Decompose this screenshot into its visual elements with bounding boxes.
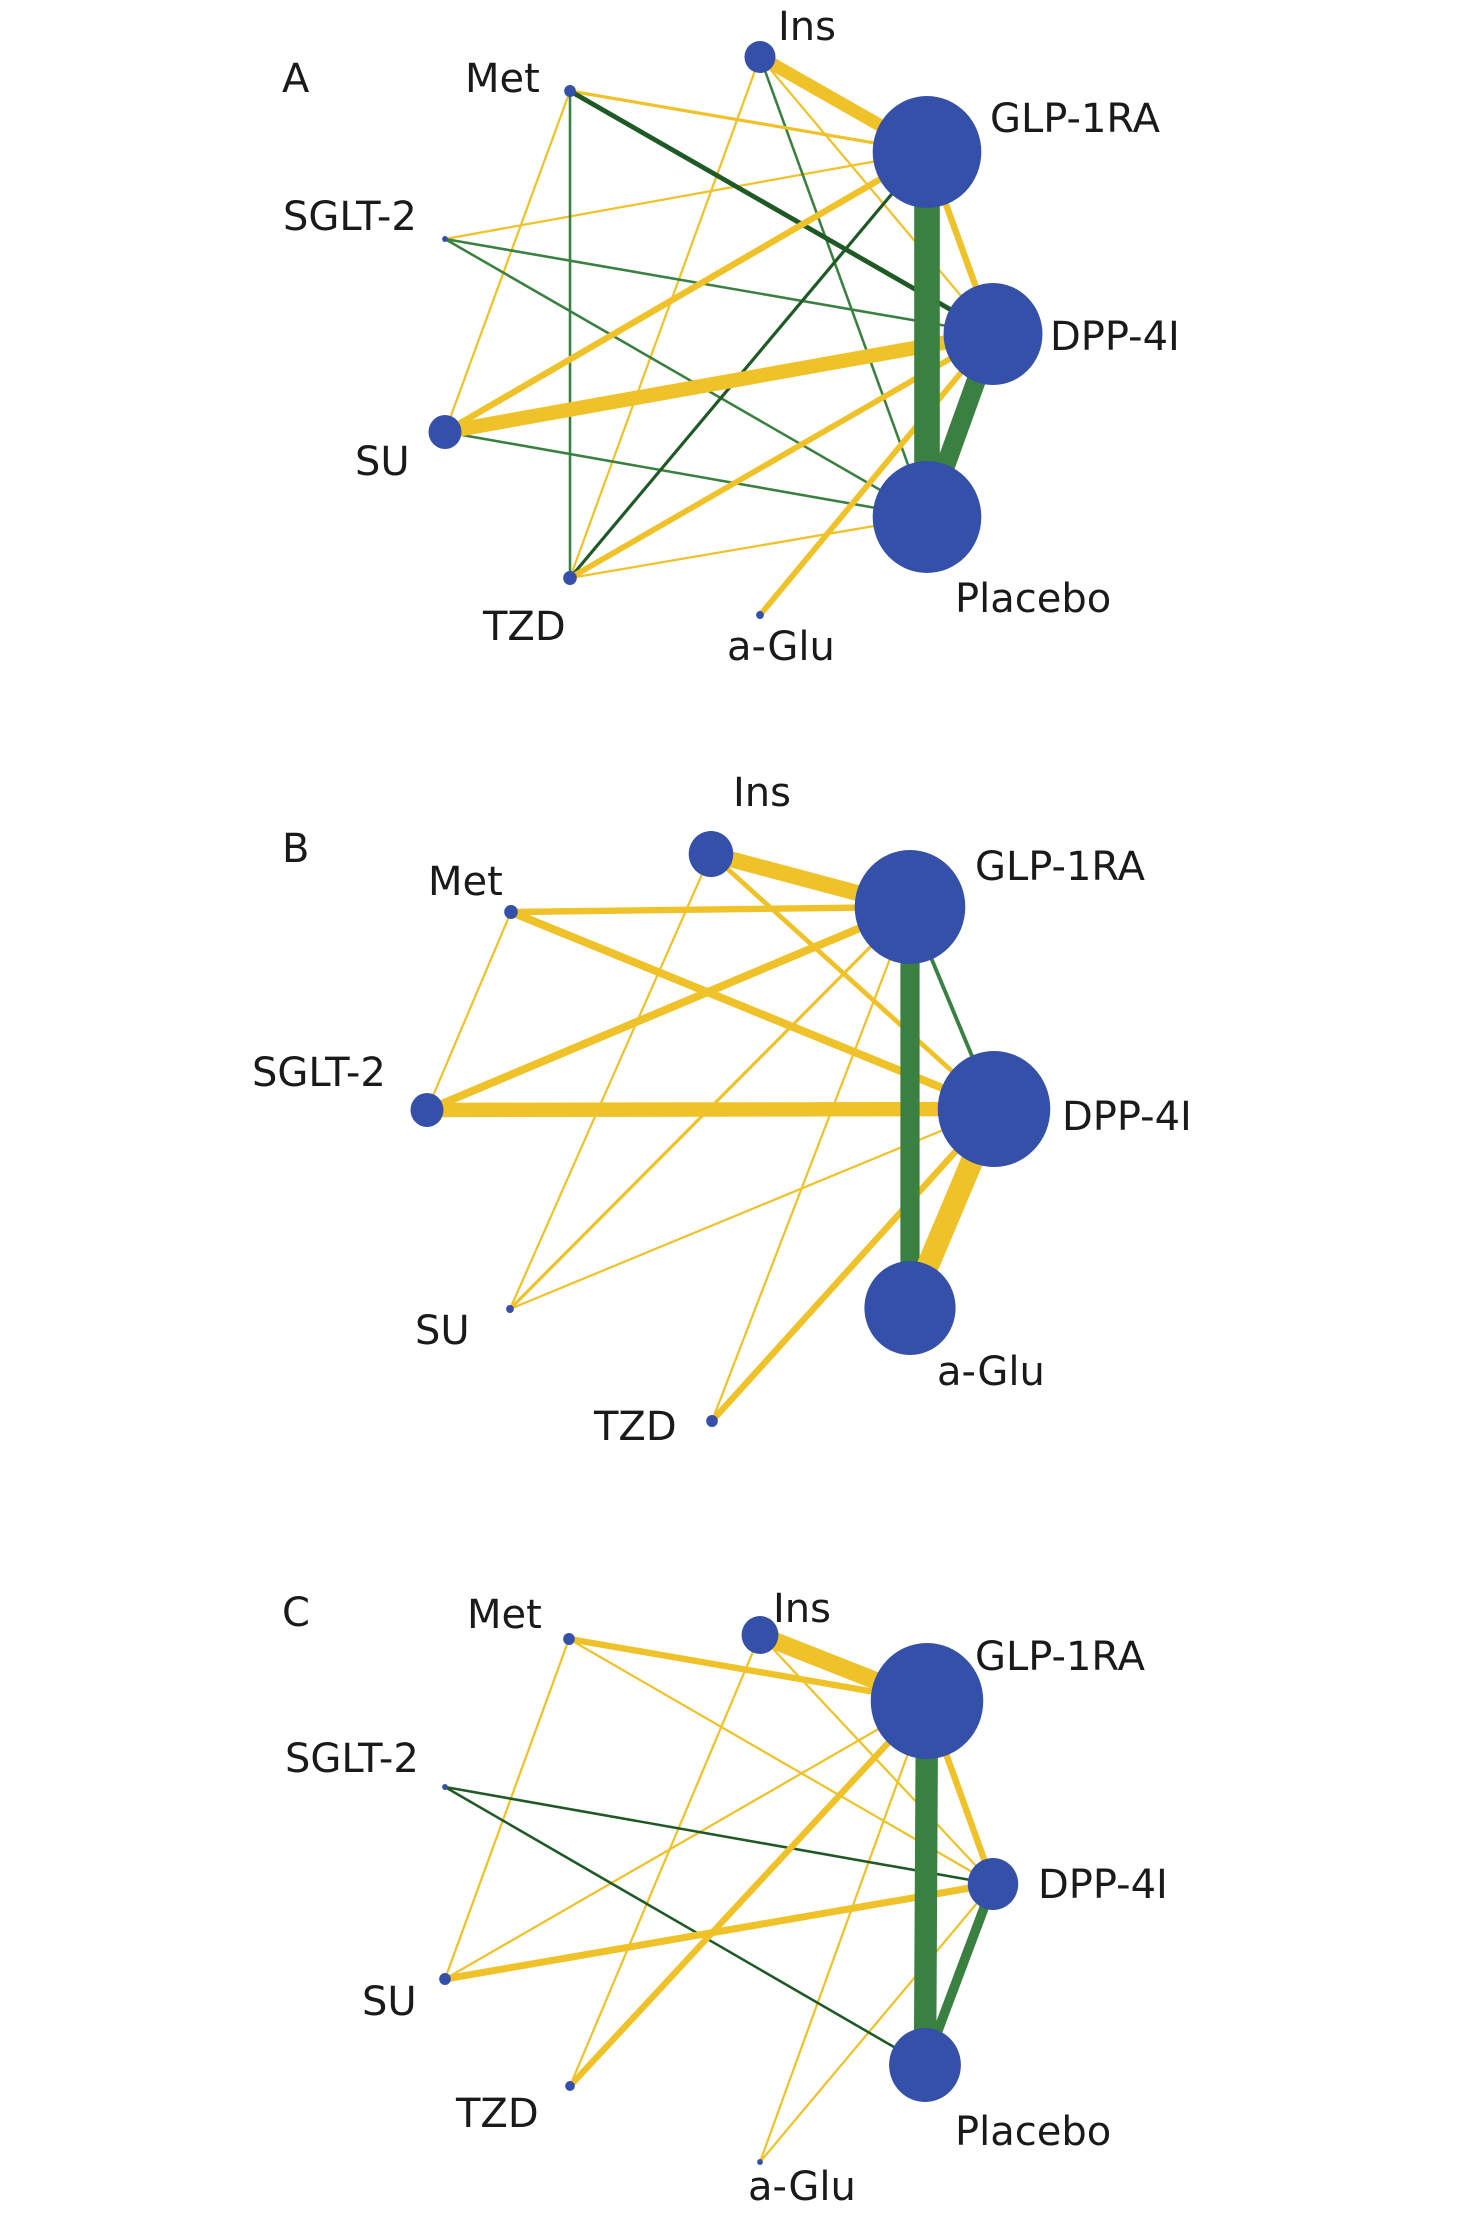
- node-label-c-glp-1ra: GLP-1RA: [975, 1634, 1146, 1680]
- node-label-b-dpp-4i: DPP-4I: [1062, 1094, 1192, 1140]
- node-label-b-sglt-2: SGLT-2: [252, 1050, 386, 1096]
- node-b-met: [504, 905, 518, 919]
- node-a-tzd: [563, 571, 577, 585]
- node-label-a-sglt-2: SGLT-2: [283, 194, 417, 240]
- node-c-glp-1ra: [870, 1643, 984, 1759]
- edge-b-sglt-2-glp-1ra: [425, 903, 912, 1114]
- node-label-c-a-glu: a-Glu: [748, 2164, 856, 2210]
- node-label-a-ins: Ins: [778, 4, 836, 50]
- edge-c-ins-tzd: [568, 1634, 762, 2087]
- node-label-b-a-glu: a-Glu: [937, 1349, 1045, 1395]
- node-label-b-su: SU: [415, 1308, 470, 1354]
- panel-b-label: B: [282, 826, 309, 872]
- node-label-a-a-glu: a-Glu: [727, 624, 835, 670]
- edge-c-sglt-2-dpp-4i: [444, 1785, 994, 1886]
- node-label-c-su: SU: [362, 1979, 417, 2025]
- edge-c-tzd-glp-1ra: [567, 1698, 930, 2089]
- node-a-a-glu: [756, 611, 764, 619]
- edge-b-ins-dpp-4i: [709, 852, 996, 1111]
- panel-c-label: C: [282, 1590, 310, 1636]
- node-label-b-ins: Ins: [733, 770, 791, 816]
- node-label-c-met: Met: [467, 1592, 542, 1638]
- node-label-b-glp-1ra: GLP-1RA: [975, 844, 1146, 890]
- node-label-a-tzd: TZD: [482, 604, 566, 650]
- node-c-sglt-2: [442, 1784, 448, 1790]
- edge-a-sglt-2-placebo: [444, 237, 928, 519]
- panel-a-nodes: [428, 41, 1043, 619]
- node-a-su: [428, 415, 462, 449]
- node-b-a-glu: [864, 1261, 956, 1355]
- node-label-c-ins: Ins: [773, 1586, 831, 1632]
- node-label-c-placebo: Placebo: [955, 2109, 1111, 2155]
- edge-a-sglt-2-dpp-4i: [444, 237, 994, 336]
- edge-a-tzd-glp-1ra: [568, 150, 929, 580]
- edge-b-met-sglt-2: [425, 911, 513, 1111]
- edge-c-a-glu-glp-1ra: [758, 1700, 929, 2163]
- edge-b-met-glp-1ra: [510, 903, 911, 916]
- edge-c-met-glp-1ra: [568, 1635, 928, 1705]
- node-c-dpp-4i: [967, 1858, 1019, 1910]
- node-label-a-met: Met: [465, 56, 540, 102]
- edge-c-sglt-2-placebo: [444, 1785, 926, 2067]
- edge-a-ins-dpp-4i: [759, 56, 994, 335]
- node-b-tzd: [706, 1415, 718, 1427]
- node-label-c-tzd: TZD: [455, 2091, 539, 2137]
- node-a-sglt-2: [442, 236, 448, 242]
- node-a-met: [564, 85, 576, 97]
- edge-c-su-dpp-4i: [444, 1880, 994, 1983]
- panel-b-nodes: [410, 831, 1051, 1427]
- node-label-b-met: Met: [428, 859, 503, 905]
- node-c-tzd: [565, 2081, 575, 2091]
- node-a-placebo: [872, 461, 982, 573]
- edge-a-su-dpp-4i: [443, 326, 995, 440]
- edge-a-su-placebo: [444, 430, 928, 519]
- node-label-c-sglt-2: SGLT-2: [285, 1736, 419, 1782]
- node-b-su: [506, 1305, 514, 1313]
- panel-c-edges: [443, 1626, 998, 2163]
- edge-c-su-glp-1ra: [444, 1700, 928, 1980]
- node-c-ins: [741, 1616, 779, 1654]
- node-b-dpp-4i: [937, 1051, 1051, 1167]
- edge-b-tzd-dpp-4i: [709, 1106, 997, 1424]
- node-b-glp-1ra: [854, 850, 966, 964]
- edge-b-tzd-glp-1ra: [710, 906, 912, 1422]
- edge-a-ins-tzd: [568, 56, 762, 579]
- node-c-a-glu: [757, 2159, 763, 2165]
- node-a-glp-1ra: [872, 96, 982, 208]
- node-label-a-placebo: Placebo: [955, 576, 1111, 622]
- edge-a-tzd-placebo: [569, 515, 928, 580]
- edge-b-ins-su: [508, 853, 713, 1310]
- edge-c-a-glu-dpp-4i: [759, 1883, 994, 2163]
- edge-a-sglt-2-glp-1ra: [444, 150, 928, 241]
- edge-a-a-glu-dpp-4i: [757, 332, 996, 617]
- panel-c-nodes: [439, 1616, 1019, 2165]
- node-label-a-dpp-4i: DPP-4I: [1050, 314, 1180, 360]
- edge-a-ins-placebo: [758, 56, 929, 518]
- panel-a-label: A: [282, 56, 310, 102]
- node-b-ins: [688, 831, 734, 877]
- edge-c-met-su: [443, 1638, 571, 1980]
- node-label-c-dpp-4i: DPP-4I: [1038, 1862, 1168, 1908]
- edge-a-su-glp-1ra: [443, 149, 929, 435]
- edge-c-glp-1ra-placebo: [913, 1700, 939, 2066]
- edge-a-met-glp-1ra: [569, 89, 928, 154]
- node-a-dpp-4i: [943, 283, 1043, 385]
- node-b-sglt-2: [410, 1093, 444, 1127]
- node-label-a-su: SU: [355, 439, 410, 485]
- edge-a-met-su: [443, 90, 572, 433]
- node-c-su: [439, 1973, 451, 1985]
- node-c-placebo: [889, 2028, 961, 2102]
- node-a-ins: [744, 41, 776, 73]
- edge-b-sglt-2-dpp-4i: [426, 1101, 995, 1118]
- node-label-a-glp-1ra: GLP-1RA: [990, 96, 1161, 142]
- node-c-met: [563, 1633, 575, 1645]
- node-label-b-tzd: TZD: [593, 1404, 677, 1450]
